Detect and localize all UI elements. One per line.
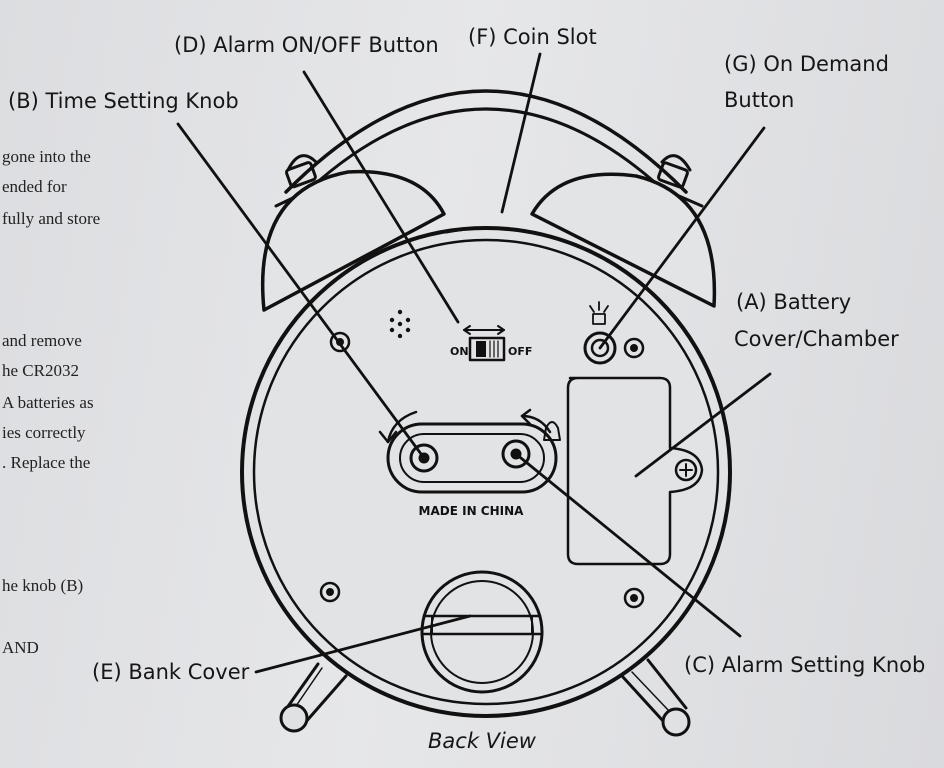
clock-body-inner (252, 238, 720, 706)
leader-on-demand (598, 126, 766, 350)
manual-text-line-1: gone into the (2, 147, 91, 166)
screw-bottom-right (623, 587, 645, 609)
light-icon (589, 301, 609, 325)
on-demand-button (583, 331, 617, 365)
right-leg (620, 658, 691, 737)
leader-battery (634, 372, 772, 478)
battery-screw (674, 458, 698, 482)
right-bell (530, 172, 717, 308)
screw-bottom-left (319, 581, 341, 603)
leader-bank-cover (254, 614, 472, 674)
switch-on-label: ON (450, 345, 469, 358)
screw-top-right (623, 337, 645, 359)
leader-lines (176, 52, 772, 674)
manual-text-line-2: ended for (2, 177, 67, 196)
label-on-demand-1: (G) On Demand (724, 52, 889, 76)
label-battery-1: (A) Battery (736, 290, 852, 314)
knob-recess-outer (386, 422, 558, 494)
left-leg (279, 662, 348, 733)
leader-time-setting (176, 122, 426, 460)
top-handle (284, 89, 688, 194)
manual-text-line-9: he knob (B) (2, 576, 84, 595)
clock-body-outer (240, 226, 732, 718)
label-time-setting: (B) Time Setting Knob (8, 89, 239, 113)
label-battery-2: Cover/Chamber (734, 327, 899, 351)
label-alarm-setting: (C) Alarm Setting Knob (684, 653, 926, 677)
manual-text-line-6: A batteries as (2, 393, 94, 412)
manual-text-line-10: AND (2, 638, 39, 657)
manual-text-line-7: ies correctly (2, 423, 86, 442)
switch-off-label: OFF (508, 345, 532, 358)
label-coin-slot: (F) Coin Slot (468, 25, 597, 49)
leader-alarm-setting (514, 452, 742, 638)
view-caption: Back View (428, 729, 536, 753)
made-in-label: MADE IN CHINA (419, 504, 525, 518)
manual-text-line-3: fully and store (2, 209, 101, 228)
battery-cover (566, 376, 704, 566)
label-bank-cover: (E) Bank Cover (92, 660, 250, 684)
manual-text-line-8: . Replace the (2, 453, 91, 472)
speaker-holes-icon (389, 309, 411, 339)
label-on-demand-2: Button (724, 88, 795, 112)
label-alarm-onoff: (D) Alarm ON/OFF Button (174, 33, 439, 57)
leader-alarm-onoff (302, 70, 460, 324)
alarm-switch (463, 325, 506, 362)
leader-coin-slot (500, 52, 542, 214)
left-bell (260, 169, 446, 312)
manual-text-line-4: and remove (2, 331, 82, 350)
coin-slot (444, 226, 530, 234)
alarm-rotation-arrow-icon (520, 408, 561, 441)
manual-text-line-5: he CR2032 (2, 361, 79, 380)
